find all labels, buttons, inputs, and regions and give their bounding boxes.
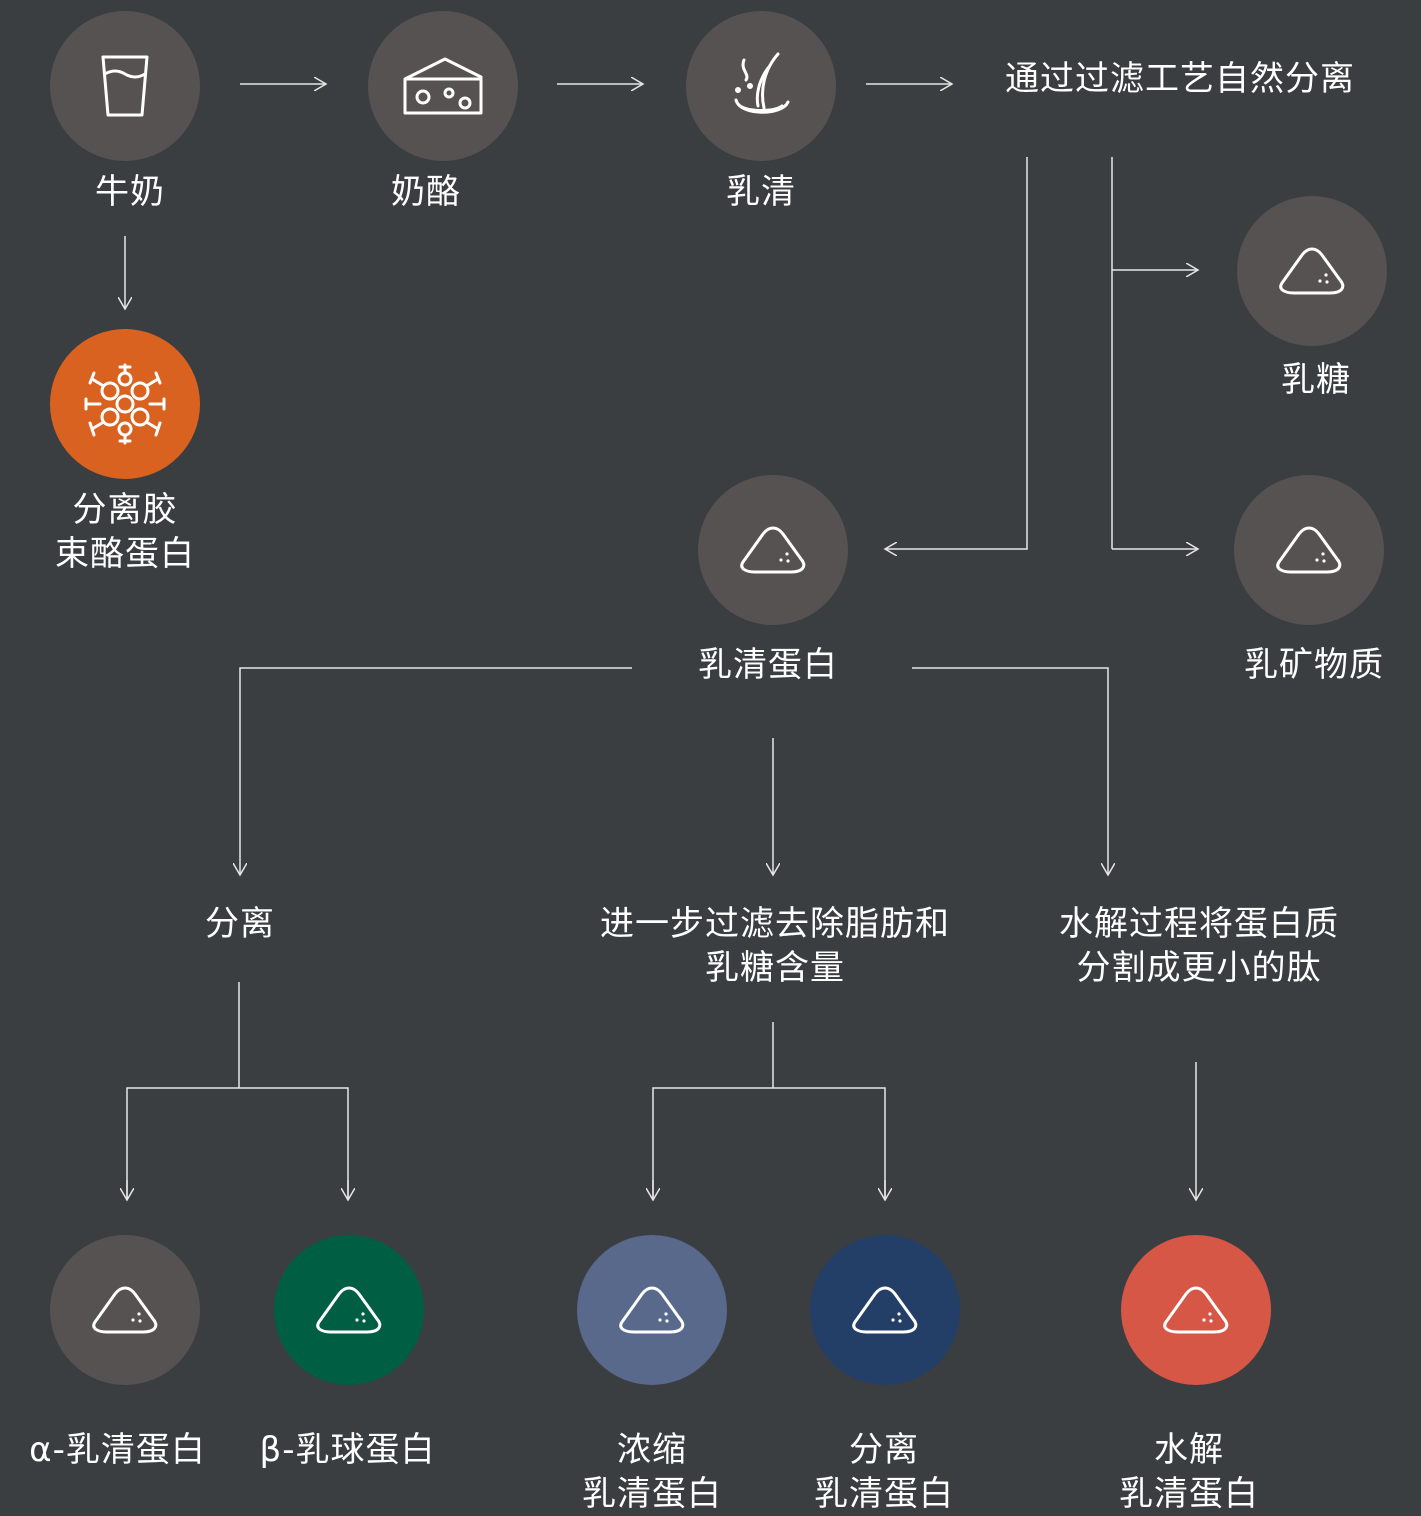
label-lactose: 乳糖 bbox=[1281, 360, 1351, 400]
label-milk-minerals: 乳矿物质 bbox=[1244, 645, 1384, 685]
label-filtration-note: 通过过滤工艺自然分离 bbox=[1005, 59, 1355, 99]
node-whey-isolate bbox=[810, 1235, 960, 1385]
powder-pile-icon bbox=[619, 1286, 685, 1334]
label-micellar-casein: 分离胶 束酪蛋白 bbox=[55, 490, 195, 574]
powder-pile-icon bbox=[92, 1286, 158, 1334]
whey-pour-icon bbox=[734, 52, 790, 114]
node-micellar-casein bbox=[50, 329, 200, 479]
node-beta-lactoglobulin bbox=[274, 1235, 424, 1385]
node-alpha-lactalbumin bbox=[50, 1235, 200, 1385]
label-step-separation: 分离 bbox=[205, 904, 275, 944]
branch-filtration2-bar bbox=[652, 1087, 886, 1200]
cheese-icon bbox=[403, 57, 483, 115]
label-cheese: 奶酪 bbox=[391, 172, 461, 212]
powder-pile-icon bbox=[852, 1286, 918, 1334]
node-whey bbox=[686, 11, 836, 161]
label-step-hydrolysis: 水解过程将蛋白质 分割成更小的肽 bbox=[1059, 904, 1339, 988]
glass-of-milk-icon bbox=[101, 55, 149, 117]
label-whey-concentrate: 浓缩 乳清蛋白 bbox=[582, 1430, 722, 1514]
label-alpha-lactalbumin: α-乳清蛋白 bbox=[29, 1430, 206, 1470]
label-milk: 牛奶 bbox=[95, 172, 165, 212]
label-whey: 乳清 bbox=[726, 172, 796, 212]
node-cheese bbox=[368, 11, 518, 161]
label-step-further-filtration: 进一步过滤去除脂肪和 乳糖含量 bbox=[600, 904, 950, 988]
node-lactose bbox=[1237, 196, 1387, 346]
powder-pile-icon bbox=[316, 1286, 382, 1334]
label-hydrolysed-whey: 水解 乳清蛋白 bbox=[1119, 1430, 1259, 1514]
powder-pile-icon bbox=[740, 526, 806, 574]
node-milk-minerals bbox=[1234, 475, 1384, 625]
node-whey-protein bbox=[698, 475, 848, 625]
powder-pile-icon bbox=[1276, 526, 1342, 574]
node-milk bbox=[50, 11, 200, 161]
node-whey-concentrate bbox=[577, 1235, 727, 1385]
arrow-whey-protein-to-separation bbox=[240, 667, 632, 875]
label-beta-lactoglobulin: β-乳球蛋白 bbox=[259, 1430, 436, 1470]
arrow-filtration-to-whey-protein bbox=[885, 157, 1028, 549]
powder-pile-icon bbox=[1163, 1286, 1229, 1334]
powder-pile-icon bbox=[1279, 247, 1345, 295]
molecule-icon bbox=[84, 363, 166, 445]
branch-separation-bar bbox=[126, 1087, 349, 1200]
label-whey-isolate: 分离 乳清蛋白 bbox=[814, 1430, 954, 1514]
node-hydrolysed-whey bbox=[1121, 1235, 1271, 1385]
label-whey-protein: 乳清蛋白 bbox=[698, 645, 838, 685]
arrow-whey-protein-to-hydrolysis bbox=[912, 667, 1108, 875]
